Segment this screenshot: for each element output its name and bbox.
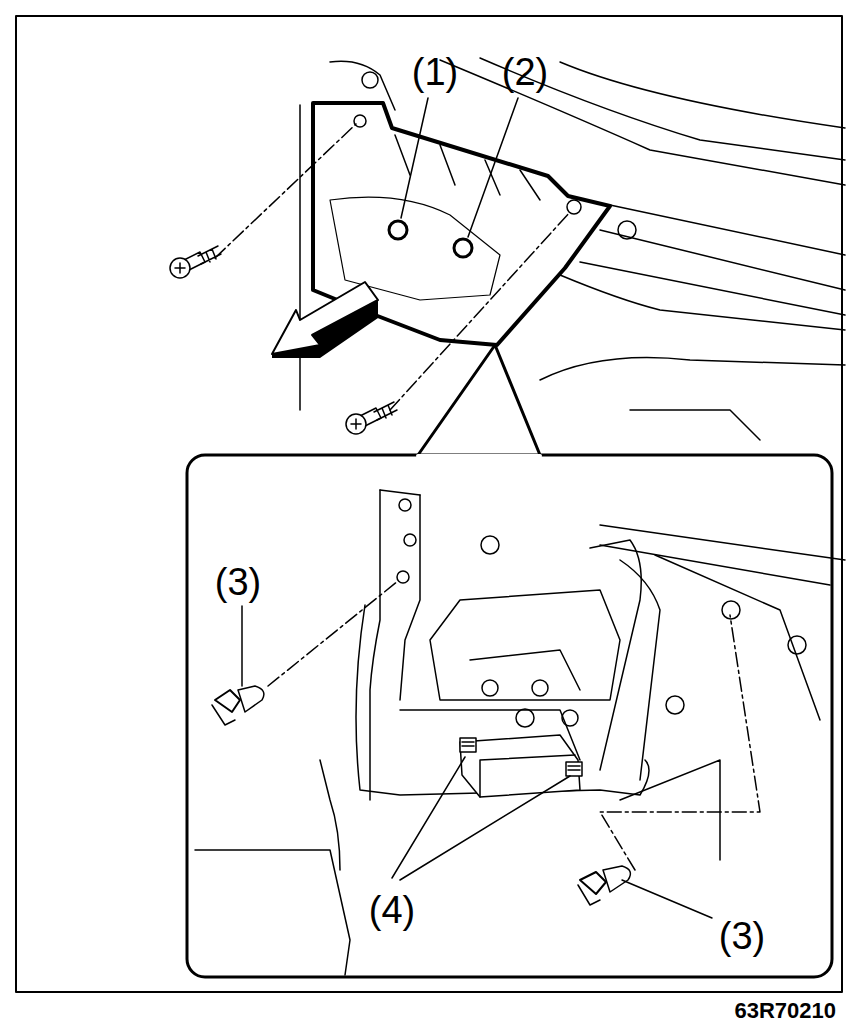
callout-number: (2) <box>502 53 548 91</box>
callout-number: (1) <box>412 53 458 91</box>
callout-number: (3) <box>215 563 261 601</box>
callout-number: (4) <box>369 891 415 929</box>
callout-number: (3) <box>719 917 765 955</box>
figure-code: 63R70210 <box>734 1000 836 1022</box>
